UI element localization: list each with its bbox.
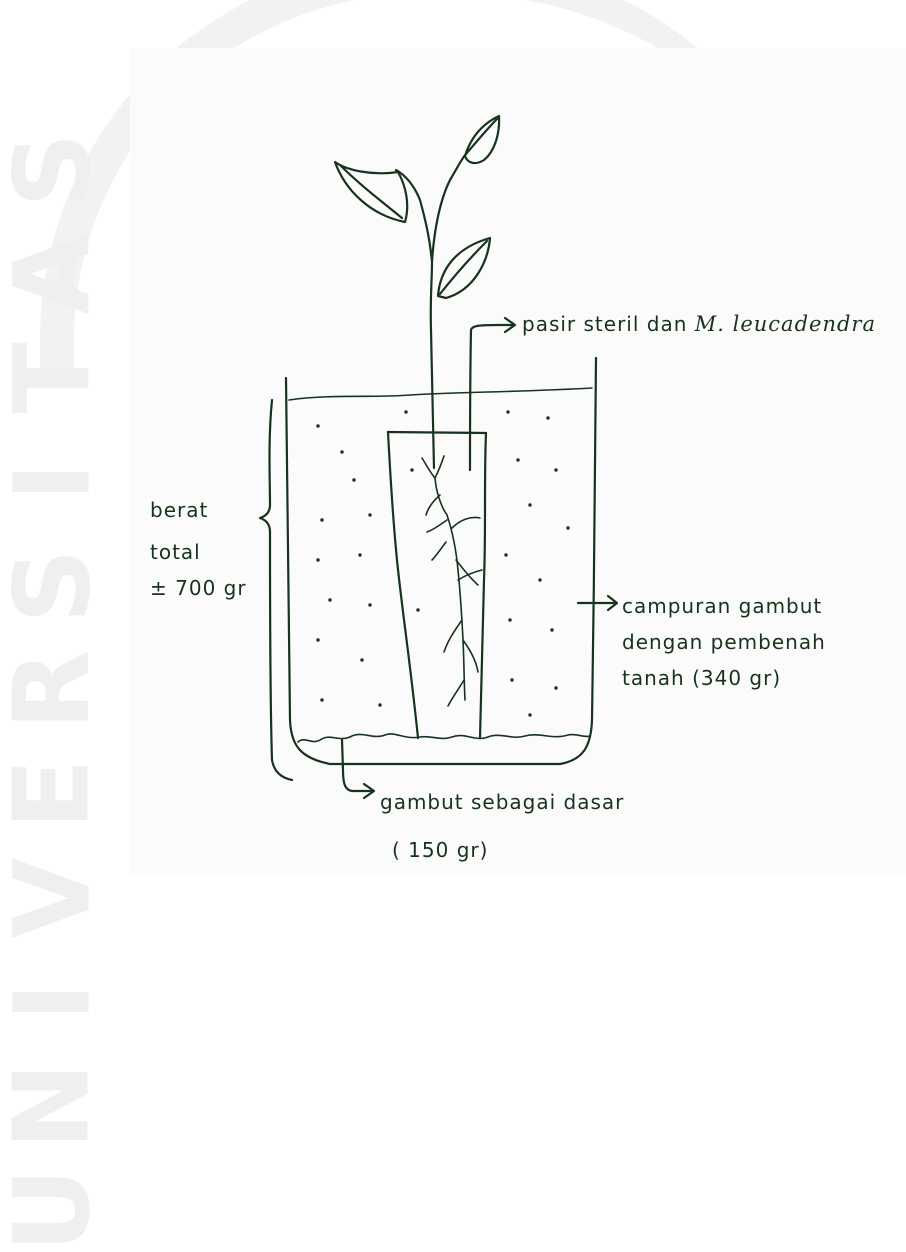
arrow-sterile-sand xyxy=(470,318,515,470)
leaf-middle xyxy=(438,238,490,298)
label-peat-mix-line3: tanah (340 gr) xyxy=(622,666,781,690)
leaf-top xyxy=(465,116,499,163)
label-species-name: M. leucadendra xyxy=(695,312,876,336)
pot-outline xyxy=(286,358,596,764)
label-sterile-sand-text: pasir steril dan xyxy=(522,312,695,336)
label-peat-mix-line1: campuran gambut xyxy=(622,594,822,618)
label-total-weight-line3: ± 700 gr xyxy=(150,576,247,600)
soil-surface-line xyxy=(289,388,592,400)
label-peat-mix-line2: dengan pembenah xyxy=(622,630,826,654)
label-total-weight-line2: total xyxy=(150,540,201,564)
label-peat-base-line1: gambut sebagai dasar xyxy=(380,790,624,814)
planting-sketch xyxy=(0,0,906,875)
plant-roots xyxy=(422,456,482,706)
arrow-peat-mix xyxy=(578,596,617,610)
soil-particles xyxy=(316,410,569,716)
label-peat-base-line2: ( 150 gr) xyxy=(392,838,488,862)
sand-tube xyxy=(388,432,486,738)
label-total-weight-line1: berat xyxy=(150,498,208,522)
arrow-peat-base xyxy=(342,740,374,798)
label-sterile-sand: pasir steril dan M. leucadendra xyxy=(522,312,876,336)
